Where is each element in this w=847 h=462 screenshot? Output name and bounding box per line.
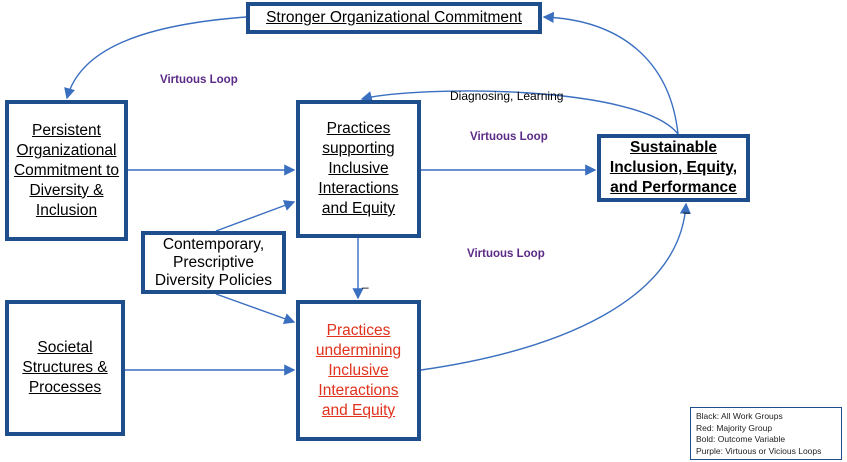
box-text: Contemporary, Prescriptive Diversity Pol… bbox=[154, 235, 273, 289]
box-societal-structures: Societal Structures & Processes bbox=[5, 300, 125, 436]
minus-sign: – bbox=[683, 205, 690, 219]
box-text: Societal Structures & Processes bbox=[22, 339, 108, 396]
box-text: Sustainable Inclusion, Equity, and Perfo… bbox=[609, 139, 738, 196]
box-sustainable-outcome: Sustainable Inclusion, Equity, and Perfo… bbox=[597, 134, 750, 202]
box-text: Stronger Organizational Commitment bbox=[266, 9, 522, 26]
box-practices-supporting: Practices supporting Inclusive Interacti… bbox=[296, 100, 421, 238]
box-contemporary-policies: Contemporary, Prescriptive Diversity Pol… bbox=[141, 231, 286, 294]
loop-label: Virtuous Loop bbox=[470, 131, 548, 143]
arrow-top-to-persistent bbox=[64, 16, 247, 100]
arrow-diagnosing bbox=[360, 90, 679, 135]
legend-item: Purple: Virtuous or Vicious Loops bbox=[696, 445, 822, 456]
box-practices-undermining: Practices undermining Inclusive Interact… bbox=[296, 300, 421, 441]
loop-label: Virtuous Loop bbox=[467, 248, 545, 260]
arrow-undermining-to-sustainable bbox=[420, 202, 691, 371]
box-text: Persistent Organizational Commitment to … bbox=[13, 121, 120, 219]
minus-sign: – bbox=[362, 280, 369, 294]
legend-item: Red: Majority Group bbox=[696, 422, 773, 433]
diagnosing-label: Diagnosing, Learning bbox=[450, 89, 564, 103]
loop-label: Virtuous Loop bbox=[160, 74, 238, 86]
box-text: Practices undermining Inclusive Interact… bbox=[315, 321, 402, 419]
arrow-contemporary-to-undermining bbox=[215, 293, 296, 324]
arrow-sustainable-to-top bbox=[542, 11, 679, 135]
box-persistent-commitment: Persistent Organizational Commitment to … bbox=[5, 100, 128, 241]
box-text: Practices supporting Inclusive Interacti… bbox=[318, 120, 399, 217]
legend-item: Black: All Work Groups bbox=[696, 411, 783, 421]
box-stronger-commitment: Stronger Organizational Commitment bbox=[246, 2, 542, 34]
legend-item: Bold: Outcome Variable bbox=[696, 434, 786, 444]
arrow-contemporary-to-supporting bbox=[215, 200, 296, 232]
legend: Black: All Work Groups Red: Majority Gro… bbox=[690, 407, 842, 460]
